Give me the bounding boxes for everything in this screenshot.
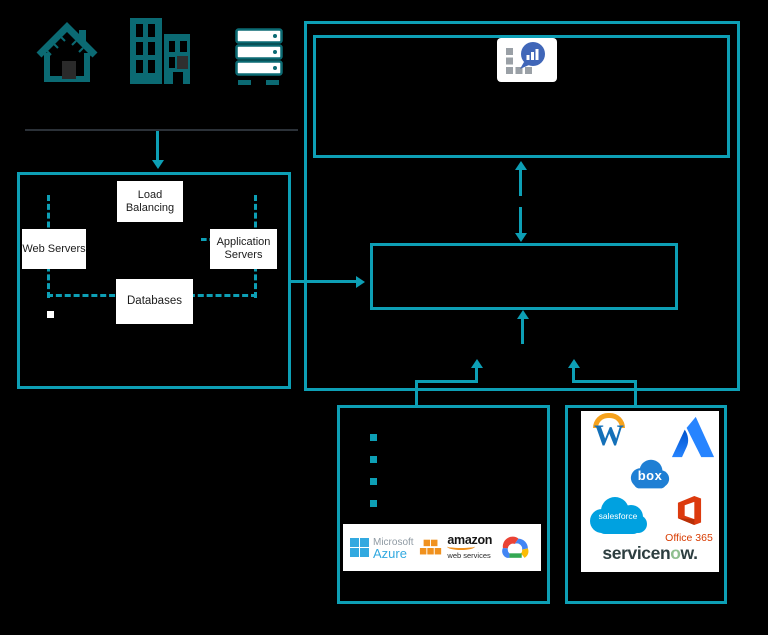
- platform-inner-box: [313, 35, 730, 158]
- box-logo: box: [628, 457, 672, 493]
- server-stack-icon: [235, 28, 283, 85]
- office-365-logo: Office 365: [663, 495, 715, 544]
- workday-w-text: W: [594, 419, 624, 452]
- servicenow-text-post: w.: [680, 543, 698, 563]
- arrowhead-down-icon: [151, 160, 164, 169]
- analytics-balloon-logo-icon: [506, 42, 545, 74]
- dashed-connector-fragment: [201, 238, 215, 241]
- office-buildings-icon: [130, 18, 190, 84]
- arrowhead-up-icon: [516, 310, 529, 319]
- label-databases: Databases: [116, 279, 193, 324]
- servicenow-logo: servicenow.: [581, 543, 719, 564]
- salesforce-text: salesforce: [598, 511, 638, 521]
- bullet-square: [370, 500, 377, 507]
- salesforce-logo: salesforce: [587, 496, 649, 540]
- workday-logo: W: [586, 413, 632, 452]
- arrowhead-up-icon: [470, 359, 483, 368]
- collector-box: [370, 243, 678, 310]
- label-web-servers: Web Servers: [22, 229, 86, 269]
- servicenow-text-o: o: [670, 543, 681, 563]
- aws-cubes-icon: [420, 539, 442, 554]
- microsoft-azure-logo: Microsoft Azure: [350, 536, 414, 561]
- arrow-into-collector: [521, 318, 524, 344]
- saas-connector-horizontal: [572, 380, 637, 383]
- saas-logos-panel: W box: [581, 411, 719, 572]
- google-cloud-logo: [502, 536, 529, 558]
- box-cloud-icon: [630, 459, 670, 489]
- office-365-text: Office 365: [665, 532, 713, 544]
- cloud-logos-strip: Microsoft Azure amazon web services: [343, 524, 541, 571]
- atlassian-logo: [671, 416, 715, 458]
- saas-connector-vertical: [634, 381, 637, 407]
- arrow-platform-to-collector: [519, 207, 522, 234]
- load-balancing-text: Load Balancing: [125, 188, 175, 214]
- salesforce-cloud-icon: [590, 497, 647, 534]
- cloud-providers-box: [337, 405, 550, 604]
- office-icon: [677, 496, 701, 525]
- arrowhead-up-icon: [514, 161, 527, 170]
- clients-divider-line: [25, 129, 298, 131]
- bullet-square: [370, 478, 377, 485]
- workday-arc-icon: [593, 413, 625, 428]
- label-application-servers: Application Servers: [210, 229, 277, 269]
- arrow-clients-to-onprem: [156, 131, 159, 161]
- cloud-connector-horizontal: [415, 380, 478, 383]
- microsoft-text: Microsoft: [373, 536, 414, 548]
- bullet-square: [370, 456, 377, 463]
- label-load-balancing: Load Balancing: [117, 181, 183, 222]
- application-servers-text: Application Servers: [216, 236, 271, 261]
- house-icon: [36, 22, 98, 82]
- cloud-connector-vertical: [415, 381, 418, 407]
- azure-window-icon: [350, 538, 369, 557]
- bullet-square: [370, 434, 377, 441]
- building-door: [173, 72, 183, 84]
- web-servers-text: Web Servers: [22, 242, 86, 255]
- legend-marker-square: [47, 311, 54, 318]
- arrowhead-down-icon: [514, 233, 527, 242]
- arrowhead-right-icon: [356, 275, 365, 288]
- monitoring-logo-tile: [497, 38, 557, 82]
- saas-connector-arrow: [572, 367, 575, 381]
- platform-outer-box: [304, 21, 740, 391]
- amazon-smile-icon: [447, 543, 476, 550]
- saas-apps-box: [565, 405, 727, 604]
- arrow-collector-to-platform: [519, 169, 522, 196]
- on-prem-box: [17, 172, 291, 389]
- databases-text: Databases: [127, 295, 182, 307]
- azure-text: Azure: [373, 545, 407, 561]
- arrowhead-up-icon: [567, 359, 580, 368]
- cloud-connector-arrow: [475, 367, 478, 381]
- arrow-onprem-to-collector: [291, 280, 357, 283]
- box-text: box: [637, 468, 663, 483]
- servicenow-text-pre: servicen: [602, 543, 671, 563]
- amazon-web-services-logo: amazon web services: [419, 533, 492, 561]
- house-door: [62, 61, 76, 79]
- web-services-text: web services: [447, 550, 491, 560]
